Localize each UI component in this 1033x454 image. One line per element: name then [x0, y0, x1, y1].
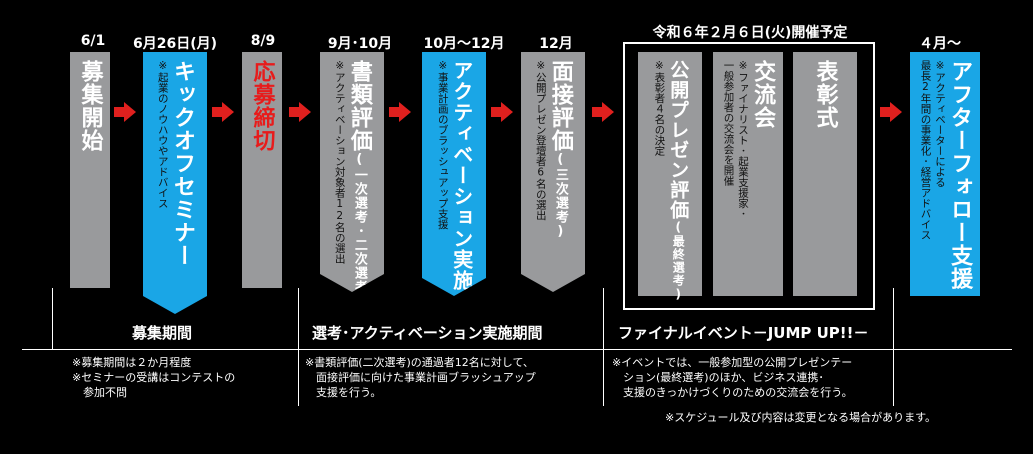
step-note: 一般参加者の交流会を開催: [722, 60, 735, 186]
date-interview: 12月: [539, 36, 573, 52]
period-line: [22, 349, 1012, 350]
arrow-icon: [880, 102, 902, 122]
step-title: 公開プレゼン評価(最終選考): [667, 60, 690, 302]
note-selection: ※書類評価(二次選考)の通過者12名に対して、 面接評価に向けた事業計画ブラッシ…: [305, 356, 536, 399]
arrow-icon: [389, 102, 411, 122]
step-recruit-start: 募集開始: [70, 52, 110, 288]
step-note: ※起業のノウハウやアドバイス: [156, 60, 169, 209]
step-title: 面接評価(三次選考): [547, 60, 573, 240]
step-title: キックオフセミナー: [169, 60, 195, 267]
step-title: 表彰式: [812, 60, 838, 129]
step-note: ※表彰者４名の決定: [653, 60, 666, 156]
period-divider: [298, 288, 299, 406]
arrow-icon: [289, 102, 311, 122]
period-divider: [603, 288, 604, 406]
step-award-ceremony: 表彰式: [793, 52, 857, 296]
final-event-box: [623, 42, 875, 310]
period-divider: [893, 288, 894, 406]
date-kickoff: 6月26日(月): [132, 36, 218, 52]
arrow-icon: [114, 102, 136, 122]
arrow-icon: [212, 102, 234, 122]
step-note: ※ファイナリスト･起業支援家･: [737, 60, 750, 219]
step-activation: アクティベーション実施 ※事業計画のブラッシュアップ支援: [422, 52, 486, 296]
step-kickoff-seminar: キックオフセミナー ※起業のノウハウやアドバイス: [143, 52, 207, 314]
step-public-presentation: 公開プレゼン評価(最終選考) ※表彰者４名の決定: [638, 52, 702, 302]
arrow-icon: [491, 102, 513, 122]
period-final-event: ファイナルイベント－JUMP UP!!－: [618, 324, 869, 342]
step-note: ※アクティベーターによる: [934, 60, 947, 188]
step-title: 書類評価(一次選考･二次選考): [346, 60, 372, 310]
step-note: ※アクティベーション対象者12名の選出: [333, 60, 346, 264]
period-divider: [52, 288, 53, 350]
step-document-review: 書類評価(一次選考･二次選考) ※アクティベーション対象者12名の選出: [320, 52, 384, 292]
date-deadline: 8/9: [250, 33, 276, 49]
date-document-review: 9月･10月: [327, 36, 393, 52]
date-recruit-start: 6/1: [80, 33, 106, 49]
step-note: ※公開プレゼン登壇者6名の選出: [534, 60, 547, 221]
period-recruit: 募集期間: [132, 324, 193, 342]
note-final-event: ※イベントでは、一般参加型の公開プレゼンテー ション(最終選考)のほか、ビジネス…: [612, 356, 853, 399]
step-note: ※事業計画のブラッシュアップ支援: [436, 60, 449, 230]
period-selection: 選考･アクティベーション実施期間: [312, 324, 543, 342]
date-after-follow: ４月～: [919, 36, 961, 52]
arrow-icon: [592, 102, 614, 122]
step-application-deadline: 応募締切: [242, 52, 282, 288]
step-title: 募集開始: [77, 60, 103, 152]
step-note: 最長2年間の事業化･経営アドバイス: [919, 60, 932, 240]
note-recruit: ※募集期間は２か月程度 ※セミナーの受講はコンテストの 参加不問: [72, 356, 236, 399]
date-activation: 10月～12月: [423, 36, 505, 52]
footer-disclaimer: ※スケジュール及び内容は変更となる場合があります。: [665, 411, 937, 424]
step-title: 応募締切: [249, 60, 275, 152]
step-after-follow: アフターフォロー支援 ※アクティベーターによる 最長2年間の事業化･経営アドバイ…: [910, 52, 980, 296]
step-title: 交流会: [750, 60, 776, 129]
date-final-event: 令和６年２月６日(火)開催予定: [652, 25, 848, 41]
step-networking-event: 交流会 ※ファイナリスト･起業支援家･ 一般参加者の交流会を開催: [713, 52, 783, 296]
step-title: アフターフォロー支援: [947, 60, 973, 290]
step-title: アクティベーション実施: [449, 60, 474, 291]
step-interview-review: 面接評価(三次選考) ※公開プレゼン登壇者6名の選出: [521, 52, 585, 292]
